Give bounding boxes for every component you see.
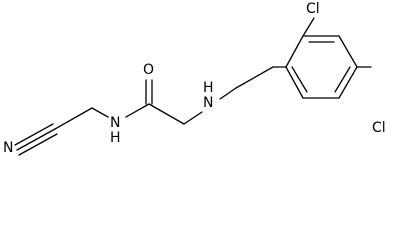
- bond-amine-n-ch2: [219, 87, 237, 100]
- bond-ring-cl-top: [302, 17, 315, 37]
- bond-carbonyl-c-ch2: [148, 103, 185, 125]
- atom-carbonyl-o: O: [143, 62, 154, 78]
- atom-amide-n: N: [110, 115, 120, 131]
- bond-ch2-ch2: [235, 66, 274, 89]
- bond-ch2-amide-n: [91, 107, 109, 118]
- nitrile-triple-bond: [14, 123, 58, 156]
- atom-nitrile-n: N: [3, 140, 13, 156]
- atom-amine-n: N: [203, 95, 213, 111]
- bond-amide-n-carbonyl-c: [125, 103, 150, 118]
- molecule-diagram: N N H O H N Cl Cl: [3, 1, 386, 156]
- bond-cn-c-ch2: [54, 107, 93, 130]
- atom-amine-h: H: [203, 80, 214, 96]
- bond-ch2-amine-n: [183, 111, 203, 125]
- atom-cl-para: Cl: [372, 120, 386, 136]
- atom-amide-h: H: [110, 130, 121, 146]
- atom-cl-top: Cl: [306, 1, 320, 17]
- benzene-ring: [285, 35, 358, 99]
- carbonyl-double-bond: [145, 79, 153, 105]
